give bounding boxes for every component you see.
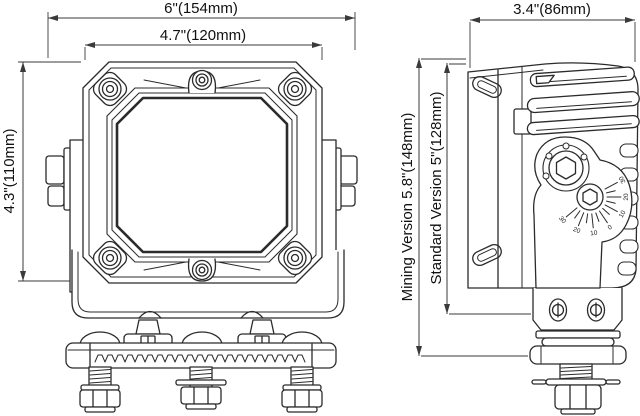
lens [115,96,289,254]
scale-label: 20 [572,226,582,235]
front-face-slot [472,75,502,267]
scale-label: 10 [590,230,598,238]
angle-scale [565,181,622,229]
scale-label: 30 [618,175,628,185]
dim-mining-height [416,58,422,356]
bracket-rivet [138,310,162,319]
serrated-rail [65,342,337,369]
dimensions: 6"(154mm) 4.7"(120mm) 4.3"(110mm) 3.4"(8… [1,0,636,357]
housing-ribs [143,79,261,271]
scale-label: 20 [623,193,630,201]
bracket-rivet [240,310,264,319]
dim-overall-width-label: 6"(154mm) [164,0,238,17]
screw [98,77,307,270]
dim-depth [470,17,635,23]
side-view: 30 20 10 0 10 20 30 [467,62,640,415]
corner-screws [92,71,313,276]
dim-overall-width [48,15,355,21]
front-view [45,61,358,413]
dim-standard-height [444,63,450,314]
dim-mining-height-label: Mining Version 5.8"(148mm) [399,113,416,302]
mounting-bolt [281,366,323,413]
pedestal-column [532,287,623,331]
scale-label: 10 [618,209,628,219]
base-bolt [531,363,621,415]
dim-lens-width [85,42,322,48]
dim-depth-label: 3.4"(86mm) [513,1,591,18]
mounting-bolt [79,366,121,413]
dim-body-height [20,62,26,281]
scale-label: 30 [557,215,567,225]
dim-body-height-label: 4.3"(110mm) [1,128,18,213]
right-mount-knob [333,147,358,211]
bolt-dome-heads [79,331,323,346]
dim-lens-width-label: 4.7"(120mm) [160,27,246,44]
center-screws [187,69,217,282]
keyhole-screw [548,298,606,322]
side-tab [513,108,532,135]
lens-frame [106,87,298,263]
mounting-bolt [175,366,227,410]
cooling-fins-top [526,66,640,136]
angle-scale-labels: 30 20 10 0 10 20 30 [557,175,630,238]
rail-adjuster [123,319,173,347]
adjustment-bolts [542,142,604,211]
left-mount-knob [45,147,72,211]
rail-adjuster [237,319,287,347]
dim-standard-height-label: Standard Version 5"(128mm) [428,92,445,285]
scale-label: 0 [607,224,614,232]
pedestal-base [529,330,627,365]
